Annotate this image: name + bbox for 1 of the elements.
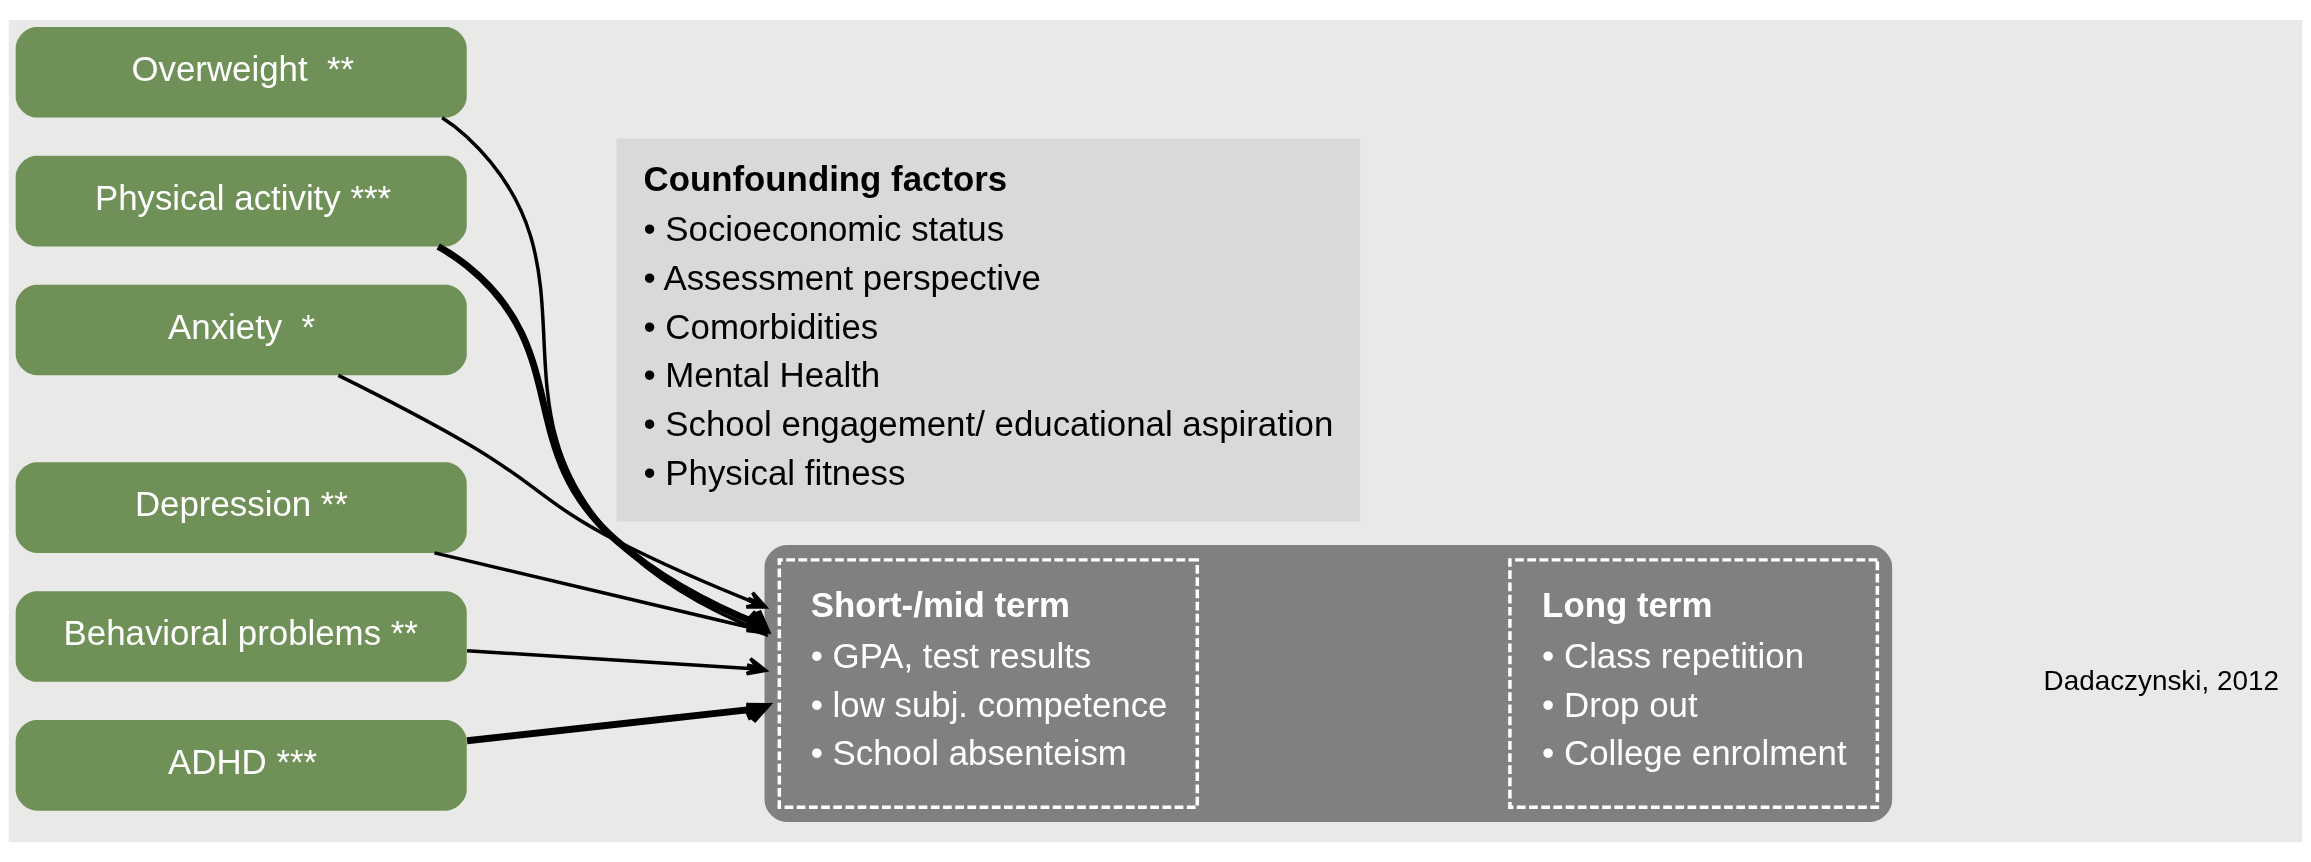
label: Dadaczynski, 2012 <box>2043 665 2279 697</box>
